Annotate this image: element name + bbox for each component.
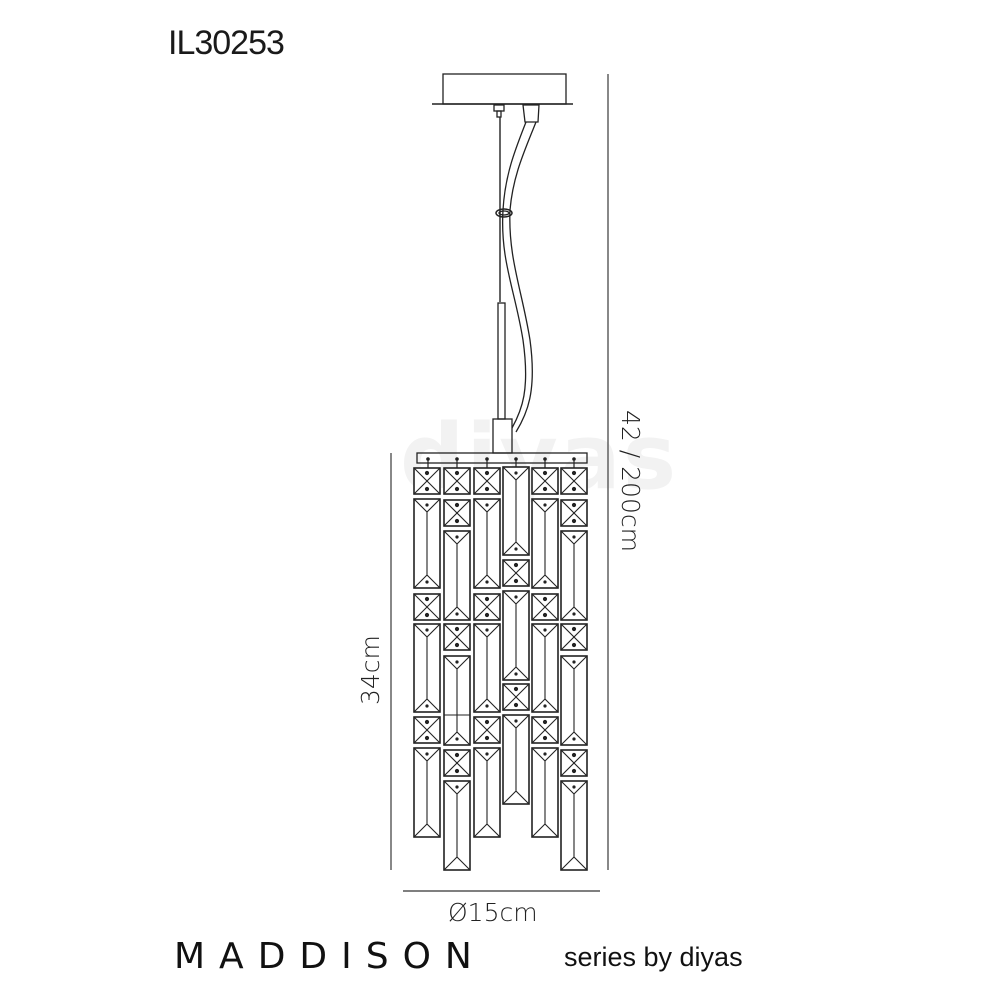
top-plate (416, 452, 588, 464)
gallery-block (492, 418, 513, 454)
crystal-columns (413, 466, 588, 871)
body-height-label: 34cm (356, 635, 385, 705)
drop-height-label: 42 / 200cm (616, 410, 645, 552)
crystal-column-3 (473, 467, 501, 838)
brand-name: MADDISON (174, 936, 486, 977)
suspension-rod (497, 302, 506, 420)
crystal-column-6 (560, 467, 588, 871)
flex-cable (501, 121, 527, 429)
crystal-column-5 (531, 467, 559, 838)
ceiling-canopy (432, 73, 573, 123)
crystal-column-1 (413, 467, 441, 838)
product-code: IL30253 (168, 24, 285, 62)
crystal-column-2 (443, 467, 471, 871)
crystal-column-4 (502, 466, 530, 805)
series-label: series by diyas (564, 942, 743, 972)
diameter-label: Ø15cm (448, 898, 538, 927)
